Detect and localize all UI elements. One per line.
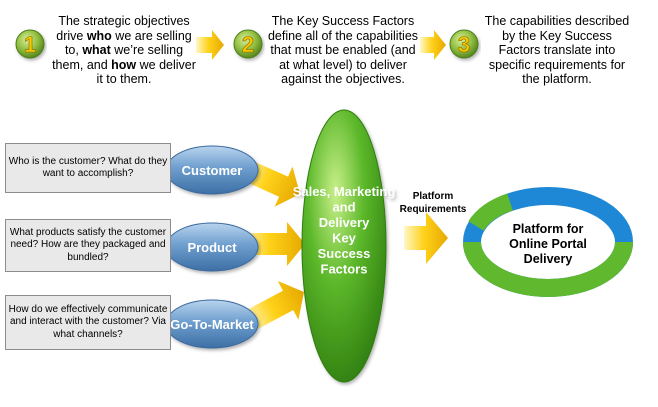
step-text-run: The capabilities described by the Key Su… (484, 14, 630, 87)
question-box-go-to-market: How do we effectively communicate and in… (5, 295, 171, 350)
question-text: What products satisfy the customer need?… (9, 226, 167, 263)
step-number: 1 (24, 32, 36, 57)
step-3-badge: 3 (449, 29, 479, 59)
step-text-run: The Key Success Factors define all of th… (267, 14, 419, 87)
step-arrow-2 (420, 30, 446, 60)
step-2-badge: 2 (233, 29, 263, 59)
arrow-ksf-to-platform (404, 212, 448, 264)
product-label: Product (187, 240, 237, 255)
emphasis-text: who (86, 28, 112, 43)
step-text-run: we deliver it to them. (96, 57, 196, 87)
step-number: 3 (458, 32, 470, 57)
go-to-market-oval: Go-To-Market (165, 299, 259, 349)
step-arrow-1 (196, 30, 224, 60)
emphasis-text: what (82, 43, 111, 58)
step-1-text: The strategic objectives drive who we ar… (52, 14, 196, 87)
go-to-market-label: Go-To-Market (170, 317, 254, 332)
step-text-run: we’re selling them, and (52, 43, 184, 72)
question-box-customer: Who is the customer? What do they want t… (5, 143, 171, 193)
emphasis-text: how (111, 57, 137, 72)
question-box-product: What products satisfy the customer need?… (5, 219, 171, 272)
step-text-run: we are selling to, (64, 28, 192, 58)
step-1-badge: 1 (15, 29, 45, 59)
customer-oval: Customer (165, 145, 259, 195)
step-text-run: The strategic objectives drive (56, 14, 190, 43)
product-oval: Product (165, 222, 259, 272)
question-text: Who is the customer? What do they want t… (8, 155, 168, 180)
step-2-text: The Key Success Factors define all of th… (266, 14, 420, 87)
step-number: 2 (242, 32, 254, 57)
question-text: How do we effectively communicate and in… (8, 303, 168, 340)
customer-label: Customer (182, 163, 243, 178)
step-3-text: The capabilities described by the Key Su… (482, 14, 632, 87)
